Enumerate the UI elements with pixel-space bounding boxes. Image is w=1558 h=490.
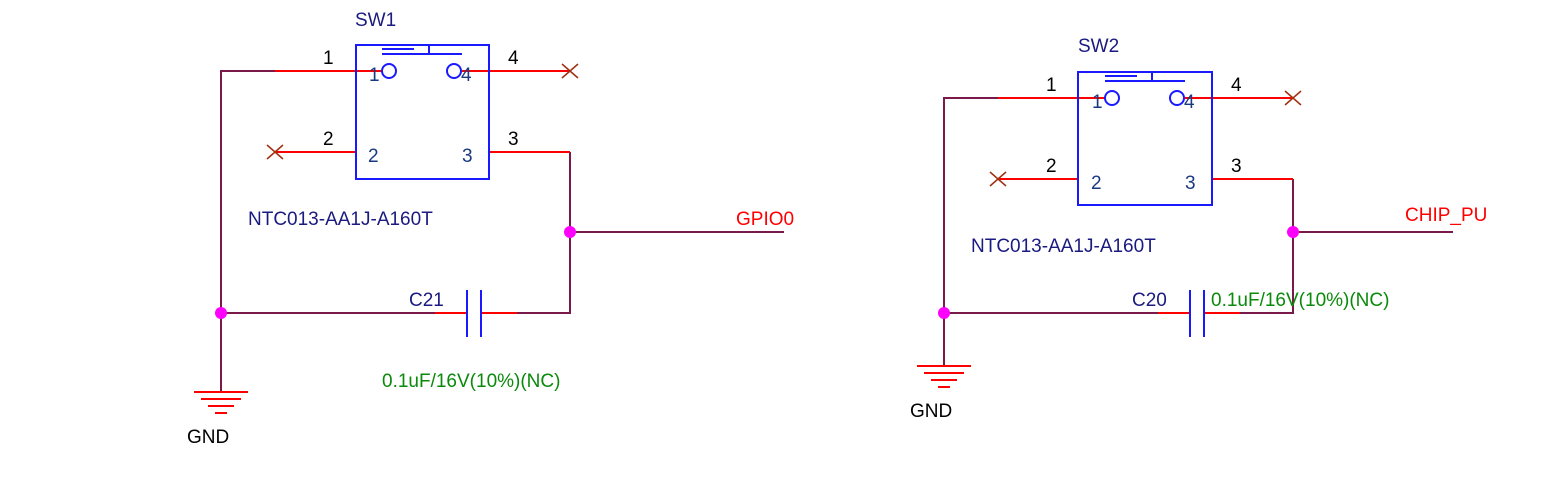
- switch-sw1: [355, 44, 490, 180]
- ground-label: GND: [910, 401, 952, 422]
- no-connect-pin2-icon: [266, 144, 284, 160]
- capacitor-c21: [466, 290, 482, 337]
- inner-pin-number: 2: [1091, 173, 1102, 194]
- no-connect-marks-2: [989, 90, 1302, 187]
- pin-number: 4: [508, 48, 519, 69]
- capacitor-value-label: 0.1uF/16V(10%)(NC): [382, 371, 560, 392]
- pin-number: 3: [508, 129, 519, 150]
- gnd-net-wire: [943, 97, 998, 366]
- switch-sw2: [1077, 71, 1213, 206]
- capacitor-ref-label: C20: [1132, 290, 1167, 311]
- switch-contact-right-icon: [1169, 90, 1185, 106]
- junctions-1: [215, 226, 576, 319]
- pin-wires-2: [998, 97, 1293, 314]
- switch-contact-right-icon: [446, 63, 462, 79]
- capacitor-c20: [1189, 290, 1205, 337]
- part-number-label: NTC013-AA1J-A160T: [971, 236, 1156, 257]
- pin-number: 1: [323, 48, 334, 69]
- ground-symbol-1: [194, 313, 248, 414]
- net-wires-1: [220, 70, 784, 392]
- switch-ref-label: SW2: [1078, 36, 1119, 57]
- circuit-sw2: SW2 1 4 2 3 1 4 2 3 NTC013-AA1J-A160T CH…: [910, 36, 1487, 422]
- ground-label: GND: [187, 427, 229, 448]
- inner-pin-number: 4: [461, 65, 472, 86]
- switch-contact-left-icon: [381, 63, 397, 79]
- net-wires-2: [943, 97, 1453, 366]
- pin-number: 2: [1046, 156, 1057, 177]
- inner-pin-number: 3: [462, 146, 473, 167]
- inner-pin-number: 3: [1185, 173, 1196, 194]
- junction-dot: [1287, 226, 1299, 238]
- capacitor-value-label: 0.1uF/16V(10%)(NC): [1211, 290, 1389, 311]
- no-connect-pin4-icon: [1284, 90, 1302, 106]
- switch-body: [355, 44, 490, 180]
- net-label-gpio0: GPIO0: [736, 209, 794, 230]
- inner-pin-number: 4: [1184, 92, 1195, 113]
- ground-symbol-2: [917, 365, 971, 388]
- signal-net-wire: [517, 152, 571, 314]
- junction-dot: [938, 307, 950, 319]
- no-connect-marks-1: [266, 63, 579, 160]
- signal-net-wire: [1240, 179, 1294, 314]
- net-label-chip-pu: CHIP_PU: [1405, 205, 1487, 226]
- junctions-2: [938, 226, 1299, 319]
- switch-ref-label: SW1: [355, 10, 396, 31]
- pin-number: 2: [323, 129, 334, 150]
- pin-number: 4: [1231, 75, 1242, 96]
- switch-body: [1077, 71, 1213, 206]
- pin-wires-1: [275, 70, 570, 314]
- no-connect-pin2-icon: [989, 171, 1007, 187]
- inner-pin-number: 1: [1092, 92, 1103, 113]
- inner-pin-number: 2: [368, 146, 379, 167]
- junction-dot: [215, 307, 227, 319]
- junction-dot: [564, 226, 576, 238]
- pin-number: 3: [1231, 156, 1242, 177]
- switch-contact-left-icon: [1104, 90, 1120, 106]
- pin-number: 1: [1046, 75, 1057, 96]
- part-number-label: NTC013-AA1J-A160T: [248, 209, 433, 230]
- circuit-sw1: SW1 1 4 2 3 1 4 2 3 NTC013-AA1J-A160T GP…: [187, 10, 794, 448]
- inner-pin-number: 1: [369, 65, 380, 86]
- gnd-net-wire: [220, 70, 275, 392]
- capacitor-ref-label: C21: [409, 290, 444, 311]
- no-connect-pin4-icon: [561, 63, 579, 79]
